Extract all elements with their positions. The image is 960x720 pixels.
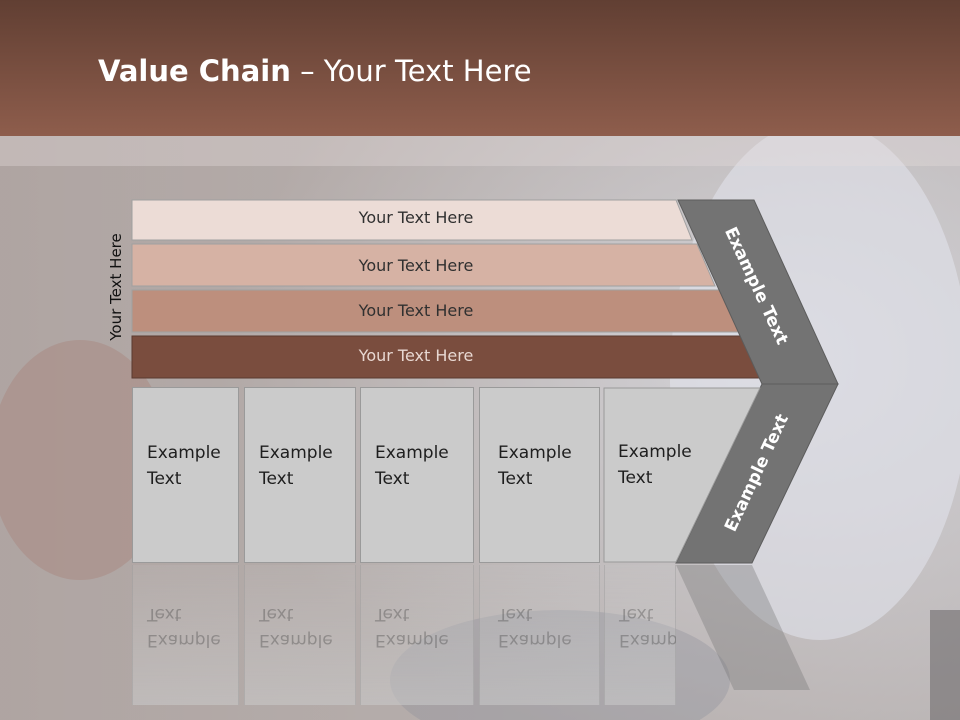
bar-2 [131, 243, 716, 287]
slide-title: Value Chain – Your Text Here [98, 54, 532, 88]
title-rest: – Your Text Here [290, 54, 532, 88]
bar-1 [131, 199, 693, 241]
bar-2-label: Your Text Here [358, 256, 474, 275]
bar-4-label: Your Text Here [358, 346, 474, 365]
bar-3-label: Your Text Here [358, 301, 474, 320]
bar-1-label: Your Text Here [358, 208, 474, 227]
title-bar [0, 0, 960, 136]
title-band [0, 136, 960, 166]
chevron-reflection [676, 565, 810, 690]
title-bold: Value Chain [98, 54, 291, 88]
box-5-slant [603, 387, 761, 563]
